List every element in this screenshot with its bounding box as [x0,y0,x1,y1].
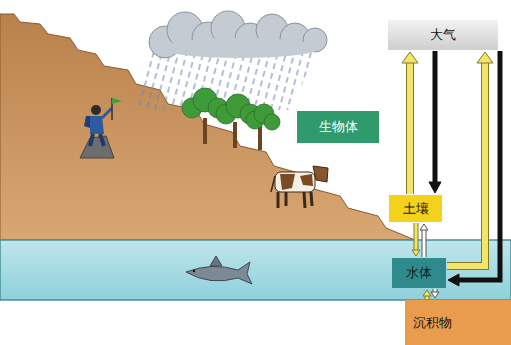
arrow-head [402,52,418,63]
flow-arrow [431,289,439,298]
arrow-outline [447,62,485,266]
arrow-shaft [415,223,418,251]
flow-arrow [429,51,441,193]
arrow-shaft [434,51,437,183]
arrow-shaft [423,229,426,257]
arrow-shaft [458,51,500,280]
flow-arrow [423,290,431,299]
organism-box: 生物体 [297,111,379,143]
climber [80,98,122,158]
trees [182,88,280,150]
soil-box: 土壤 [389,195,442,222]
arrow-head [477,52,493,63]
flow-arrow [448,51,500,286]
arrow-shaft [407,62,413,194]
water-box: 水体 [392,258,446,288]
arrow-outline [414,223,419,251]
arrow-outline [406,62,414,194]
node-label: 水体 [406,265,432,281]
node-label: 土壤 [403,201,429,217]
arrow-outline [422,229,427,257]
node-label: 沉积物 [413,315,452,331]
arrow-head [448,274,459,286]
hill [0,14,415,240]
flow-arrow [412,223,420,256]
flow-arrow [420,224,428,257]
water-band [0,240,511,300]
node-label: 生物体 [319,119,358,135]
arrow-head [420,224,428,230]
atmosphere-box: 大气 [388,20,498,50]
shark [186,256,252,284]
node-label: 大气 [430,27,456,43]
sediment-box: 沉积物 [405,300,511,345]
arrow-shaft [447,62,485,266]
cow [271,166,328,208]
flow-arrow [402,52,418,194]
arrow-outline [458,51,500,280]
arrow-head [431,292,439,298]
arrow-head [412,250,420,256]
clouds [149,11,327,58]
arrow-outline [433,51,438,183]
arrow-head [423,290,431,296]
arrow-head [429,182,441,193]
flow-arrow [447,52,493,266]
